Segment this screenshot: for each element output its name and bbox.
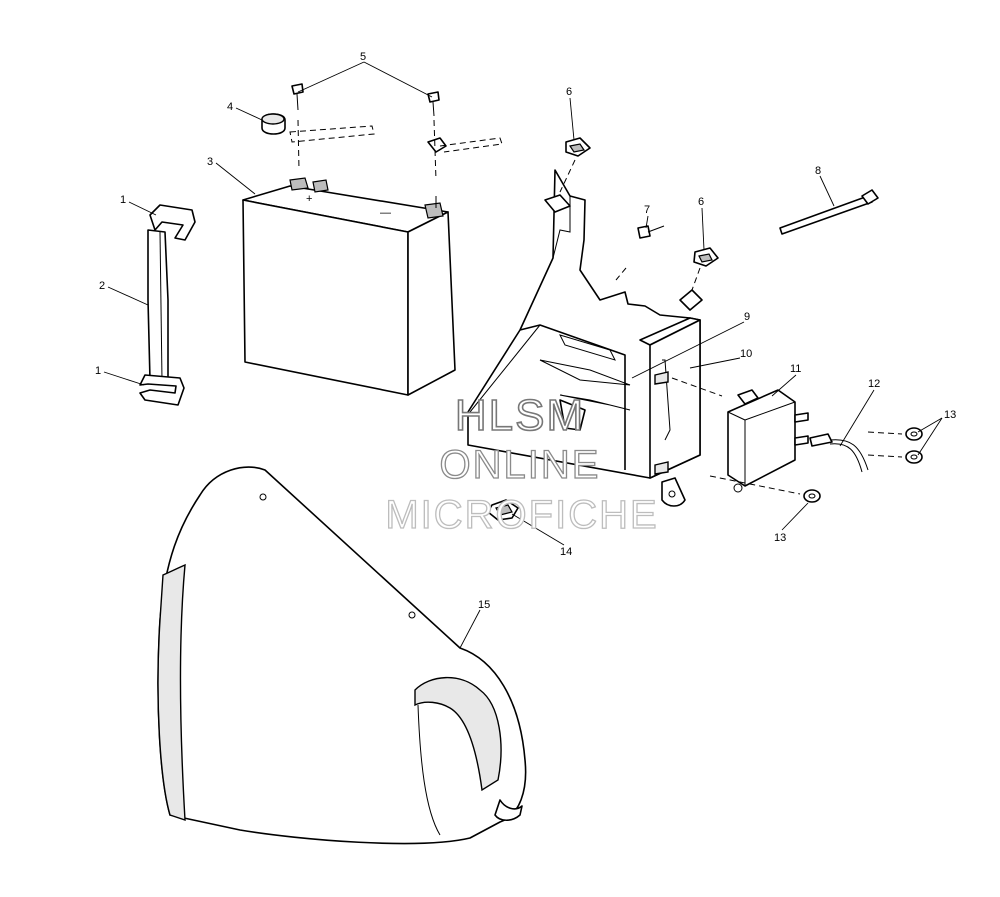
battery-minus-sign: — (380, 207, 391, 219)
callout-13-right: 13 (944, 409, 956, 421)
nut-alignment-line-middle (867, 454, 903, 458)
callout-15: 15 (478, 599, 490, 611)
callout-13-bottom: 13 (774, 532, 786, 544)
callout-1-top: 1 (120, 194, 126, 206)
part-13-nut-middle (905, 450, 923, 464)
part-6-clip-nut-lower (691, 247, 719, 291)
part-8-cable-tie (779, 189, 879, 235)
watermark: HLSM ONLINE MICROFICHE (385, 390, 658, 537)
callout-3: 3 (207, 156, 213, 168)
callout-6-lower: 6 (698, 196, 704, 208)
callout-2: 2 (99, 280, 105, 292)
watermark-line-3: MICROFICHE (385, 493, 658, 537)
part-13-nut-upper (905, 427, 923, 441)
callout-5: 5 (360, 51, 366, 63)
watermark-line-2: ONLINE (440, 443, 601, 487)
part-15-battery-cover (157, 466, 527, 845)
callout-4: 4 (227, 101, 233, 113)
part-5-bolts (289, 83, 503, 181)
callout-9: 9 (744, 311, 750, 323)
callout-10: 10 (740, 348, 752, 360)
callout-11: 11 (790, 363, 801, 375)
nut-alignment-line-upper (867, 431, 903, 435)
leader-lines (103, 61, 943, 649)
callout-14: 14 (560, 546, 572, 558)
part-6-clip-nut-upper (559, 137, 591, 193)
callout-labels: 1 2 1 3 4 5 6 6 7 8 9 10 11 12 13 13 14 … (95, 51, 956, 611)
part-4-terminal-cap (261, 113, 286, 135)
part-1-clip-bottom (139, 374, 185, 406)
part-10-battery-bracket (467, 169, 703, 507)
part-1-clip-top (149, 204, 196, 241)
part-13-nut-lower (803, 489, 821, 503)
part-2-strap (147, 229, 169, 381)
watermark-line-1: HLSM (455, 391, 585, 440)
callout-12: 12 (868, 378, 880, 390)
callout-1-bottom: 1 (95, 365, 101, 377)
stud-alignment-line (671, 377, 723, 397)
battery-plus-sign: + (306, 193, 312, 205)
part-12-wire-lead (809, 433, 869, 473)
part-14-clip (487, 499, 519, 521)
callout-8: 8 (815, 165, 821, 177)
part-3-battery: + — (242, 177, 456, 396)
part-7-screw (615, 225, 665, 281)
callout-6-upper: 6 (566, 86, 572, 98)
part-11-relay-module (727, 389, 809, 493)
nut-alignment-line-lower (709, 475, 801, 495)
callout-7: 7 (644, 204, 650, 216)
